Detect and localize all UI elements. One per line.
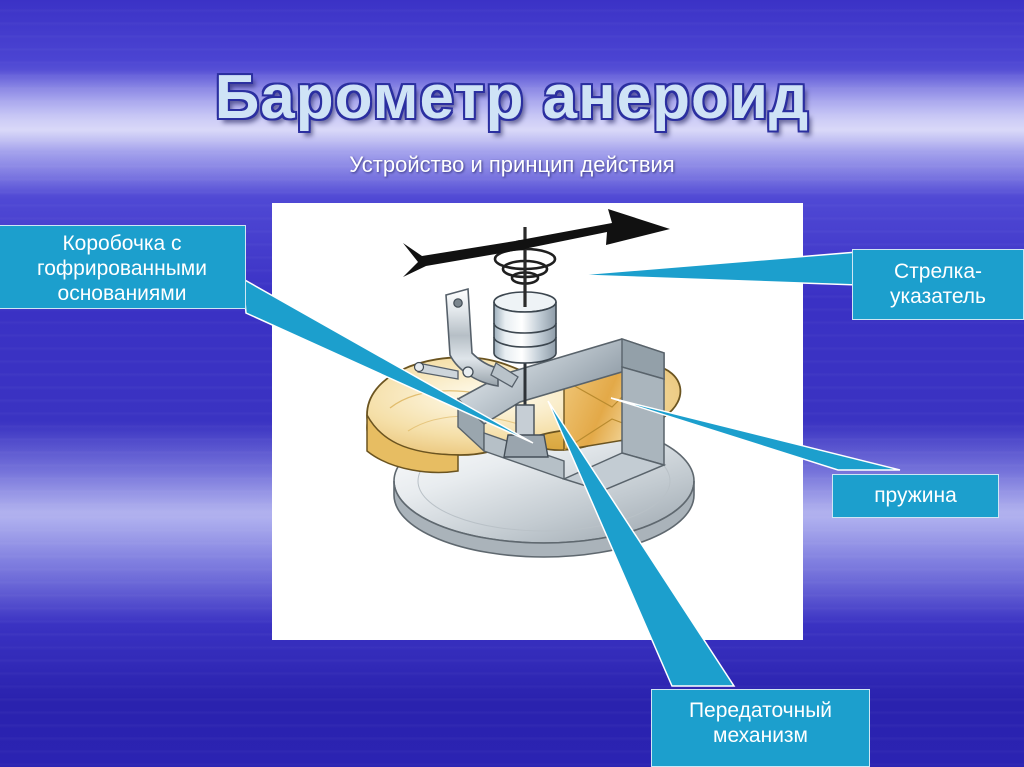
callout-gear-label[interactable]: Передаточный механизм	[651, 689, 870, 767]
diagram-panel	[272, 203, 803, 640]
callout-pointer-line-1: Стрелка-	[893, 260, 983, 283]
callout-spring-label[interactable]: пружина	[832, 474, 999, 518]
callout-pointer-label[interactable]: Стрелка- указатель	[852, 249, 1024, 320]
callout-pointer-line-2: указатель	[890, 284, 986, 308]
callout-gear-line-1: Передаточный	[688, 699, 833, 722]
callout-box-label[interactable]: Коробочка с гофрированными основаниями	[0, 225, 246, 309]
callout-spring-line-1: пружина	[874, 484, 957, 507]
aneroid-barometer-illustration	[366, 209, 695, 558]
callout-box-line-3: основаниями	[57, 281, 187, 305]
page-subtitle: Устройство и принцип действия	[349, 152, 675, 177]
callout-box-line-2: гофрированными	[37, 256, 207, 280]
page-title: Барометр анероид	[0, 62, 1024, 133]
callout-box-line-1: Коробочка с	[62, 232, 182, 255]
callout-gear-line-2: механизм	[713, 723, 808, 747]
pointer-needle	[403, 209, 670, 277]
